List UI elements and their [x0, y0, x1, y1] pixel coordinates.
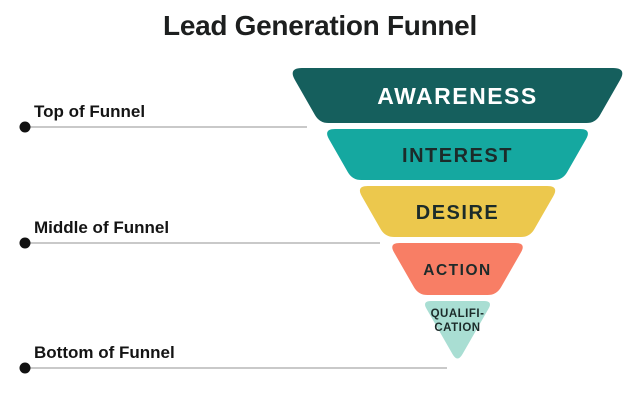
funnel-label-desire: DESIRE — [416, 202, 499, 224]
label-bottom-of-funnel: Bottom of Funnel — [34, 343, 175, 362]
label-top-of-funnel: Top of Funnel — [34, 102, 146, 121]
connector-dot-top — [19, 121, 31, 133]
funnel-layer-desire — [359, 186, 556, 237]
funnel-label-action: ACTION — [423, 262, 491, 279]
funnel-label-qualification-line2: CATION — [434, 322, 480, 334]
funnel-layer-awareness — [292, 68, 623, 123]
funnel-label-awareness: AWARENESS — [377, 83, 537, 109]
connector-dot-middle — [19, 237, 31, 249]
connector-dot-bottom — [19, 362, 31, 374]
page-title: Lead Generation Funnel — [163, 10, 477, 41]
funnel-layer-action — [392, 243, 523, 295]
funnel-label-interest: INTEREST — [402, 145, 513, 167]
label-middle-of-funnel: Middle of Funnel — [34, 218, 170, 237]
funnel-label-qualification-line1: QUALIFI- — [431, 308, 485, 320]
funnel-layer-qualification — [425, 301, 490, 359]
funnel-layer-interest — [327, 129, 588, 180]
